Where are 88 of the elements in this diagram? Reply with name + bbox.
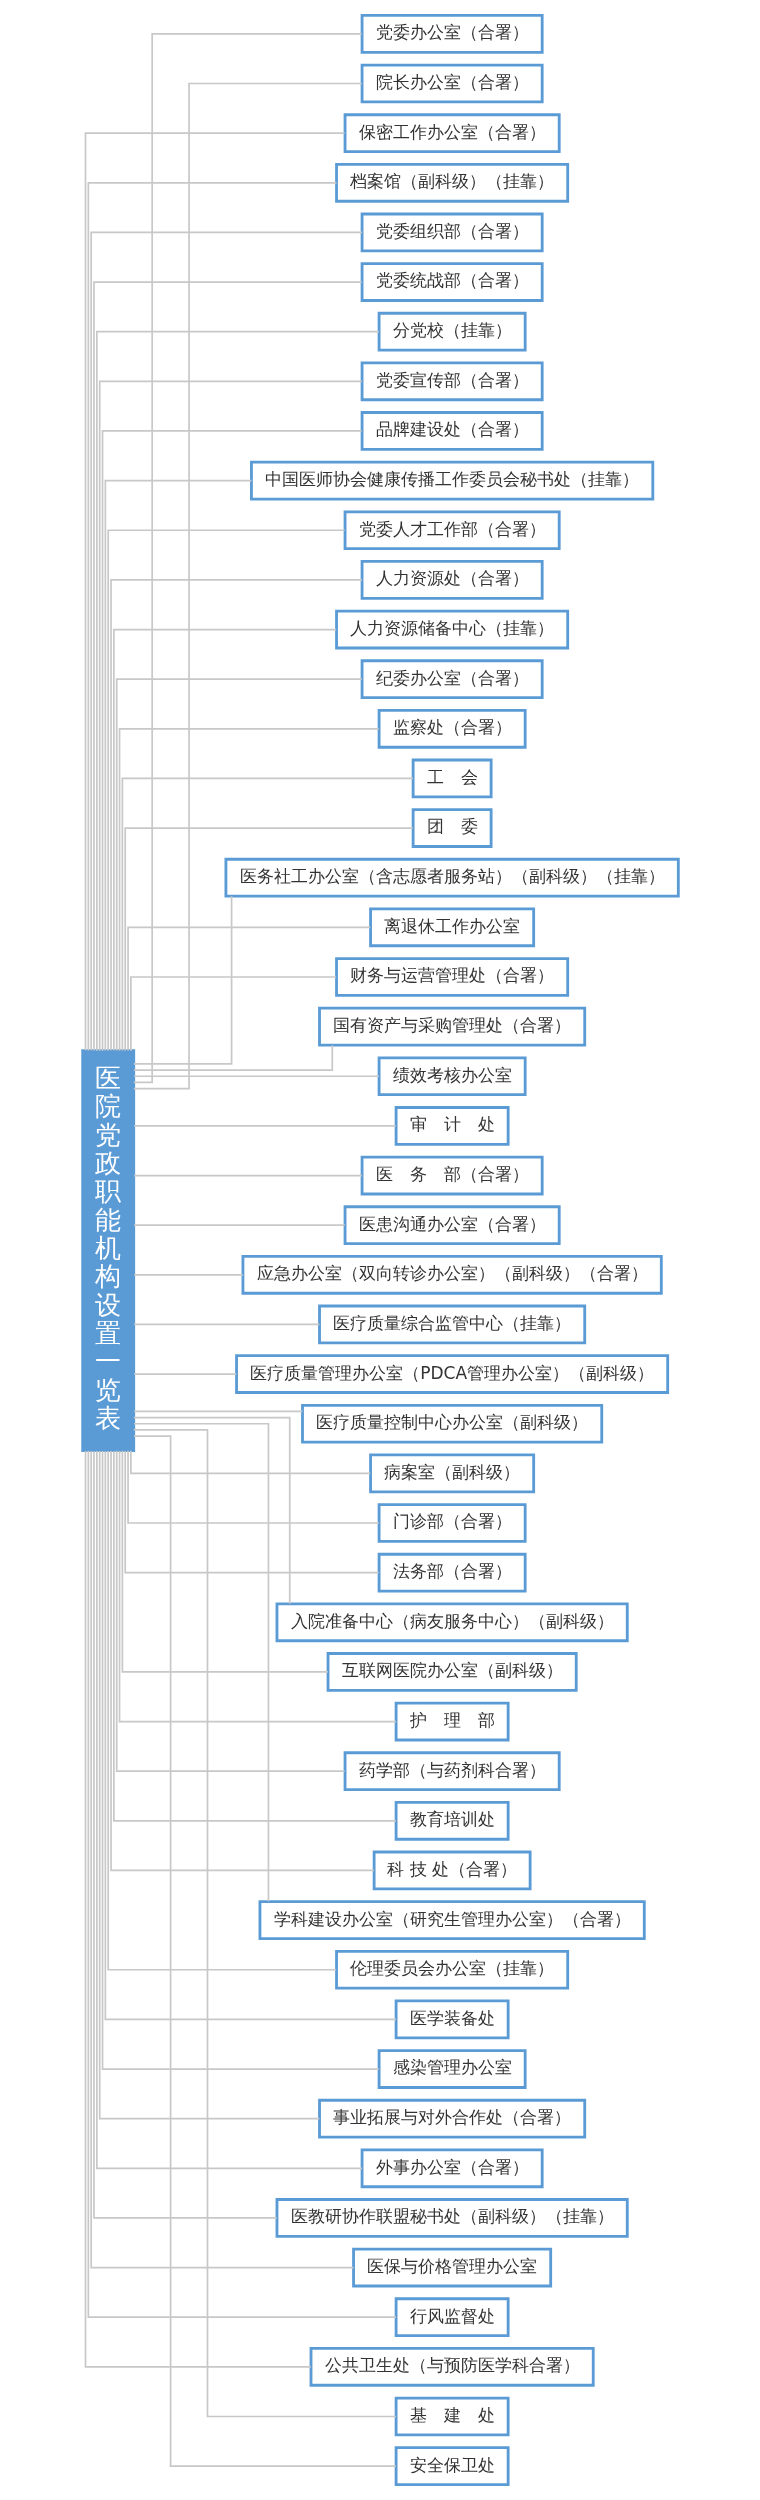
connector <box>132 1044 333 1071</box>
node-box: 法务部（合署） <box>377 1552 527 1593</box>
connector <box>129 976 337 1052</box>
node-box: 病案室（副科级） <box>368 1453 535 1494</box>
connector <box>92 1450 278 2219</box>
connector <box>123 1450 380 1574</box>
node-box: 医疗质量控制中心办公室（副科级） <box>300 1403 603 1444</box>
node-box: 分党校（挂靠） <box>377 311 527 352</box>
node-box: 党委人才工作部（合署） <box>343 510 561 551</box>
node-box: 互联网医院办公室（副科级） <box>326 1652 578 1692</box>
node-box: 监察处（合署） <box>377 708 527 749</box>
connector <box>112 628 337 1052</box>
connector <box>132 895 232 1065</box>
node-box: 药学部（与药剂科合署） <box>343 1751 561 1792</box>
node-box: 事业拓展与对外合作处（合署） <box>317 2098 586 2139</box>
connector <box>132 1422 269 1903</box>
connector <box>126 1449 380 1524</box>
connector <box>132 1323 320 1326</box>
node-box: 党委办公室（合署） <box>360 14 544 54</box>
node-box: 医院党政职能机构设置一览表 <box>80 1049 135 1453</box>
node-box: 基 建 处 <box>394 2396 510 2437</box>
node-box: 医疗质量管理办公室（PDCA管理办公室）（副科级） <box>234 1354 669 1394</box>
connector <box>95 1450 363 2170</box>
node-box: 行风监督处 <box>394 2297 510 2338</box>
connector <box>84 1450 312 2368</box>
node-box: 科 技 处（合署） <box>372 1850 532 1891</box>
connector <box>126 926 371 1052</box>
node-box: 门诊部（合署） <box>377 1503 527 1543</box>
node-box: 医学装备处 <box>394 1999 510 2040</box>
connector <box>115 678 363 1052</box>
node-box: 绩效考核办公室 <box>377 1056 527 1097</box>
node-box: 学科建设办公室（研究生管理办公室）（合署） <box>258 1900 646 1940</box>
node-box: 财务与运营管理处（合署） <box>334 957 569 997</box>
connector <box>121 1450 329 1673</box>
connector <box>132 1075 380 1078</box>
node-box: 护 理 部 <box>394 1701 510 1742</box>
connector <box>132 1373 237 1375</box>
node-box: 保密工作办公室（合署） <box>343 113 561 153</box>
node-box: 医患沟通办公室（合署） <box>343 1205 561 1246</box>
node-box: 党委宣传部（合署） <box>360 361 544 402</box>
connector <box>132 1410 303 1413</box>
node-box: 伦理委员会办公室（挂靠） <box>334 1949 569 1990</box>
node-box: 医务社工办公室（含志愿者服务站）（副科级）（挂靠） <box>224 857 680 898</box>
connector <box>89 1450 354 2269</box>
node-box: 国有资产与采购管理处（合署） <box>317 1006 586 1047</box>
node-box: 纪委办公室（合署） <box>360 659 544 699</box>
connector <box>98 1450 320 2120</box>
connector <box>106 529 346 1052</box>
connector <box>123 827 414 1052</box>
node-box: 团 委 <box>411 808 493 848</box>
connector <box>121 777 414 1052</box>
node-box: 公共卫生处（与预防医学科合署） <box>309 2347 595 2387</box>
connector <box>106 1450 337 1971</box>
connector <box>109 579 363 1052</box>
connector <box>132 1273 244 1276</box>
node-box: 感染管理办公室 <box>377 2049 527 2089</box>
connector <box>87 1449 397 2319</box>
connector <box>132 1125 397 1127</box>
connector <box>132 1174 363 1177</box>
connector <box>132 1416 291 1605</box>
node-box: 医 务 部（合署） <box>360 1155 544 1196</box>
node-box: 医教研协作联盟秘书处（副科级）（挂靠） <box>275 2198 629 2238</box>
node-box: 应急办公室（双向转诊办公室）（副科级）（合署） <box>241 1254 663 1295</box>
node-box: 安全保卫处 <box>394 2446 510 2486</box>
node-box: 党委统战部（合署） <box>360 262 544 302</box>
connector <box>104 479 252 1052</box>
node-box: 外事办公室（合署） <box>360 2148 544 2189</box>
node-box: 入院准备中心（病友服务中心）（副科级） <box>275 1602 629 1643</box>
node-box: 审 计 处 <box>394 1106 510 1146</box>
connector <box>132 1224 346 1227</box>
node-box: 中国医师协会健康传播工作委员会秘书处（挂靠） <box>249 460 654 501</box>
node-box: 档案馆（副科级）（挂靠） <box>334 162 569 203</box>
connector <box>109 1450 375 1872</box>
connector <box>118 1450 397 1723</box>
node-box: 党委组织部（合署） <box>360 212 544 253</box>
connector <box>118 727 380 1052</box>
node-box: 医保与价格管理办公室 <box>351 2247 552 2288</box>
node-box: 院长办公室（合署） <box>360 63 544 104</box>
node-box: 人力资源处（合署） <box>360 560 544 600</box>
node-box: 医疗质量综合监管中心（挂靠） <box>317 1304 586 1345</box>
connector <box>115 1449 345 1773</box>
node-box: 人力资源储备中心（挂靠） <box>334 609 569 650</box>
node-box: 品牌建设处（合署） <box>360 411 544 451</box>
connector <box>129 1449 371 1475</box>
node-box: 教育培训处 <box>394 1801 510 1841</box>
connector <box>112 1450 397 1822</box>
node-box: 工 会 <box>411 758 493 799</box>
node-box: 离退休工作办公室 <box>368 907 535 948</box>
